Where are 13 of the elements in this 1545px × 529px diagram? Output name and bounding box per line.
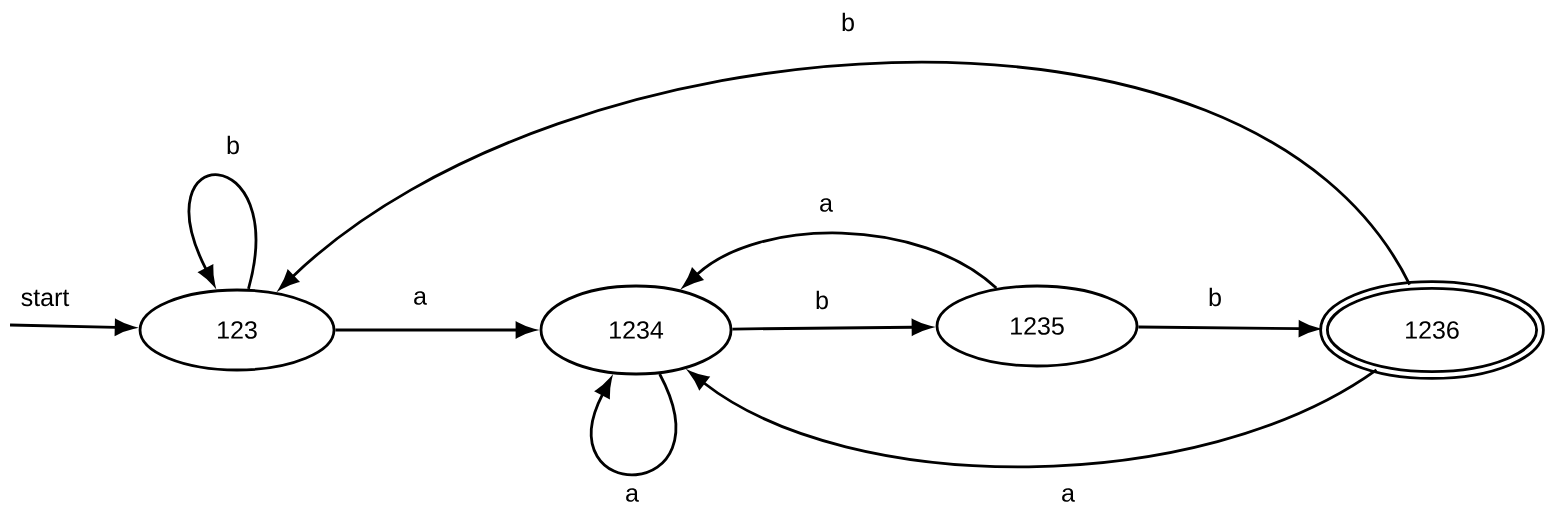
edge-label: a: [411, 289, 429, 307]
arrow: [187, 173, 257, 290]
edge-label: b: [1206, 285, 1224, 309]
edge-label: b: [224, 133, 242, 157]
arrow: [590, 373, 678, 477]
edge-label: start: [18, 287, 72, 309]
edge-label: a: [623, 486, 641, 504]
edge-label: b: [813, 288, 831, 312]
arrow: [688, 368, 1378, 469]
edge-label: b: [839, 10, 857, 34]
arrow: [279, 61, 1411, 290]
edge-label: a: [817, 196, 835, 214]
edge-label: a: [1059, 486, 1077, 504]
